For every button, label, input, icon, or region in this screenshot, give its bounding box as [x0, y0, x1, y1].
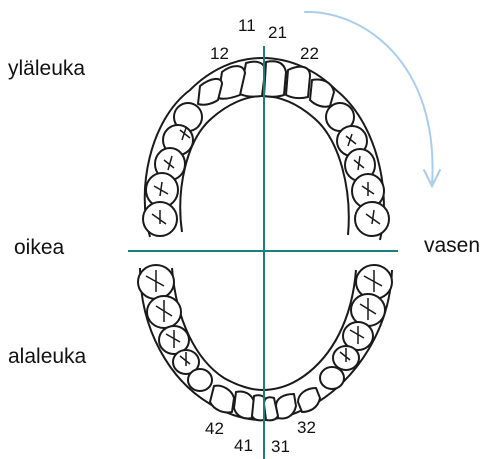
tooth-number-21: 21 — [268, 23, 287, 42]
lower-jaw-label: alaleuka — [8, 345, 87, 368]
quadrant-axes — [128, 46, 398, 459]
lower-arch — [137, 264, 393, 422]
lower-tooth-markings — [145, 270, 383, 366]
tooth-number-22: 22 — [300, 44, 319, 63]
tooth-number-42: 42 — [205, 419, 224, 438]
tooth-number-12: 12 — [210, 44, 229, 63]
tooth-number-41: 41 — [234, 436, 253, 455]
left-side-label: vasen — [424, 234, 481, 257]
direction-arrow — [304, 10, 441, 189]
upper-tooth-markings — [151, 127, 381, 225]
tooth-number-11: 11 — [238, 16, 256, 35]
upper-left-teeth — [263, 60, 390, 237]
tooth-number-32: 32 — [297, 418, 316, 437]
tooth-number-31: 31 — [271, 437, 290, 456]
lower-left-teeth — [263, 264, 393, 422]
upper-arch — [142, 57, 390, 241]
upper-right-teeth — [142, 60, 267, 237]
upper-jaw-label: yläleuka — [8, 57, 86, 80]
right-side-label: oikea — [14, 236, 65, 259]
